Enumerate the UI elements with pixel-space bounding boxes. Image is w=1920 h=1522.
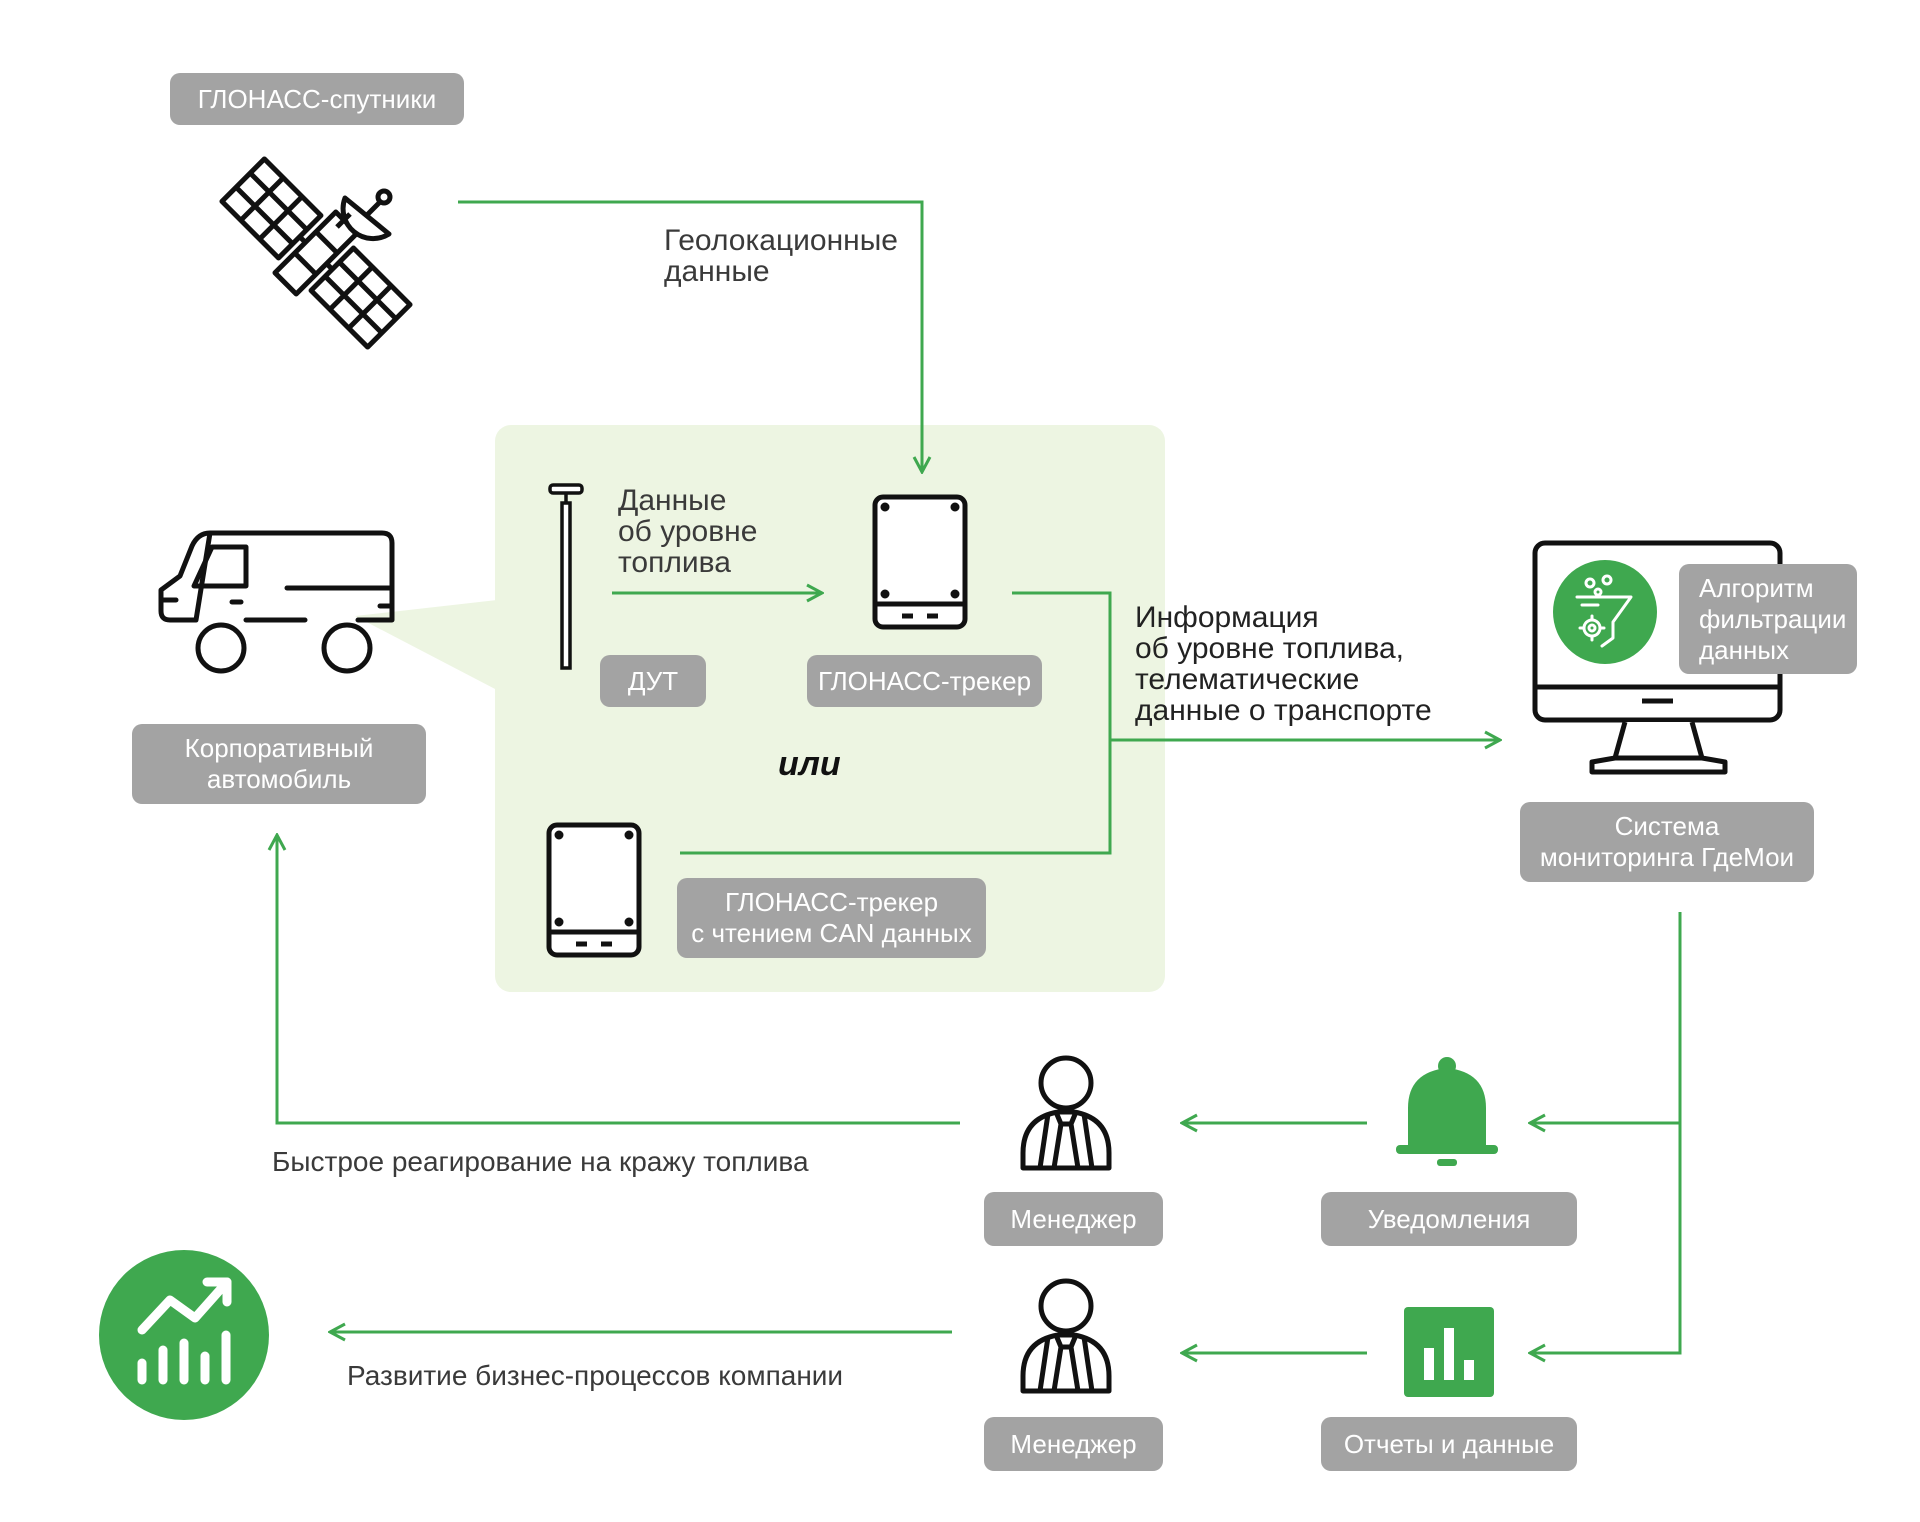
manager-label: Менеджер [984,1417,1163,1471]
growth-chart-icon [99,1250,269,1420]
reaction-text: Быстрое реагирование на кражу топлива [272,1146,809,1177]
tracker-can-icon [546,822,642,958]
tracker-can-label: ГЛОНАСС-трекер с чтением CAN данных [677,878,986,958]
manager-icon [1020,1055,1112,1171]
van-icon [158,530,395,674]
notifications-label: Уведомления [1321,1192,1577,1246]
tracker-to-system-line [680,591,1112,855]
filter-funnel-icon [1553,560,1657,664]
manager-icon [1020,1278,1112,1394]
algorithm-label: Алгоритм фильтрации данных [1679,564,1857,674]
business-text: Развитие бизнес-процессов компании [347,1360,844,1391]
satellites-label: ГЛОНАСС-спутники [170,73,464,125]
or-text: или [778,745,841,783]
system-label: Система мониторинга ГдеМои [1520,802,1814,882]
manager-label: Менеджер [984,1192,1163,1246]
geo-data-arrow [458,200,922,472]
bell-icon [1396,1057,1498,1166]
car-label: Корпоративный автомобиль [132,724,426,804]
satellite-icon [219,156,413,350]
info-text: Информация об уровне топлива, телематиче… [1135,601,1432,727]
bar-chart-icon [1404,1307,1494,1397]
fuel-sensor-icon [548,483,584,670]
system-branch-line [1530,912,1682,1353]
dut-label: ДУТ [600,655,706,707]
reaction-arrow [277,835,960,1125]
reports-label: Отчеты и данные [1321,1417,1577,1471]
tracker-label: ГЛОНАСС-трекер [807,655,1042,707]
fuel-data-text: Данные об уровне топлива [618,484,758,579]
geo-data-text: Геолокационные данные [664,224,898,288]
tracker-icon [872,494,968,630]
